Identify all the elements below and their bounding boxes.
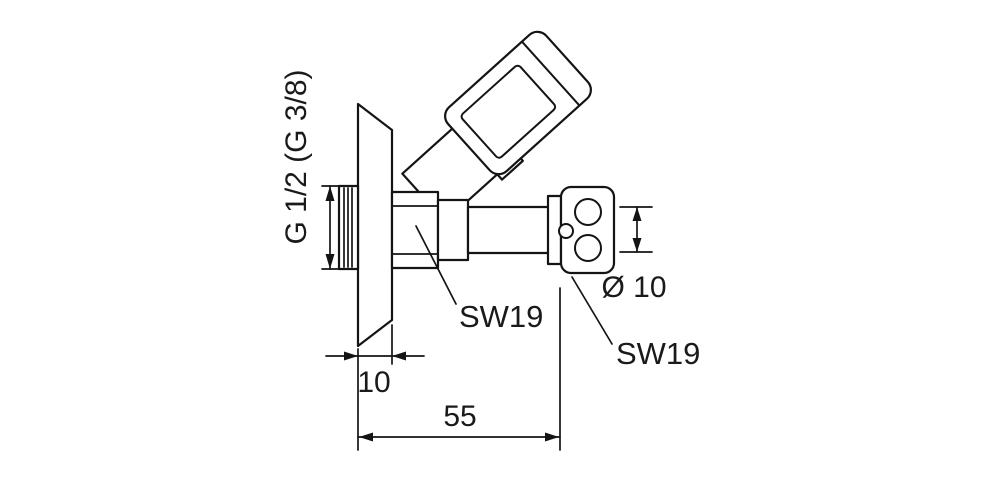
nut-wrench-label: SW19	[616, 336, 700, 371]
dim-outlet-diameter: Ø 10	[601, 206, 667, 304]
knurl-circle	[558, 223, 574, 239]
flange-width-dimension: 10	[357, 366, 390, 399]
leader-line	[415, 225, 457, 305]
thread-size-label: G 1/2 (G 3/8)	[280, 69, 313, 244]
handle-end-band	[521, 41, 580, 106]
arrowhead-up	[632, 207, 642, 221]
arrowhead-left	[359, 432, 373, 442]
dim-thread-height: G 1/2 (G 3/8)	[280, 69, 341, 270]
wall-flange	[356, 102, 394, 348]
body-step	[436, 198, 470, 262]
dim-projection-length: 55	[357, 287, 561, 451]
valve-handle	[444, 30, 592, 176]
knurl-circle	[574, 198, 602, 226]
arrowhead-right	[545, 432, 559, 442]
handle-grip-face	[460, 64, 557, 159]
arrowhead-down	[325, 254, 335, 269]
leader-line	[571, 276, 613, 345]
thread-inlet	[337, 184, 360, 271]
arrowhead-down	[632, 238, 642, 252]
diameter-label: Ø 10	[601, 271, 666, 304]
arrowhead-up	[325, 186, 335, 201]
length-dimension: 55	[443, 400, 476, 433]
leader-nut-sw19: SW19	[571, 276, 700, 371]
dim-flange-thickness: 10	[325, 324, 425, 451]
arrowhead-left	[392, 351, 406, 361]
knurl-circle	[574, 234, 602, 262]
leader-body-sw19: SW19	[415, 225, 543, 334]
body-wrench-label: SW19	[459, 299, 543, 334]
arrowhead-right	[344, 351, 358, 361]
knurled-nut	[546, 185, 616, 275]
valve-parts	[337, 30, 616, 348]
outlet-pipe	[466, 205, 552, 255]
